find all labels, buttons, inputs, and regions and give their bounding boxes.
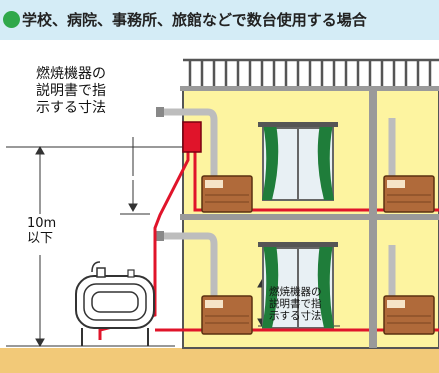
interior-wall xyxy=(369,90,377,348)
floor-slab xyxy=(180,214,439,220)
heater-upper-right xyxy=(383,175,435,213)
dimension-label-lower: 燃焼機器の 説明書で指 示する寸法 xyxy=(269,286,322,322)
flue-cap-lower xyxy=(156,231,164,241)
window-lower xyxy=(258,242,338,329)
title-bar: 学校、病院、事務所、旅館などで数台使用する場合 xyxy=(0,0,439,40)
diagram-title: 学校、病院、事務所、旅館などで数台使用する場合 xyxy=(22,11,367,29)
flue-pipes xyxy=(160,108,396,300)
oil-tank xyxy=(75,261,155,346)
heater-lower-left xyxy=(201,295,253,335)
heater-upper-left xyxy=(201,175,253,213)
roof-slab xyxy=(180,86,439,91)
valve-box xyxy=(182,121,202,153)
window-upper xyxy=(258,122,338,201)
height-limit-label: 10m 以下 xyxy=(27,216,57,246)
heater-lower-right xyxy=(383,295,435,335)
roof-railing xyxy=(183,58,439,88)
dimension-label-upper: 燃焼機器の 説明書で指 示する寸法 xyxy=(36,66,106,116)
ground xyxy=(0,348,439,373)
green-dot-icon xyxy=(3,11,20,28)
flue-cap-upper xyxy=(156,107,164,117)
